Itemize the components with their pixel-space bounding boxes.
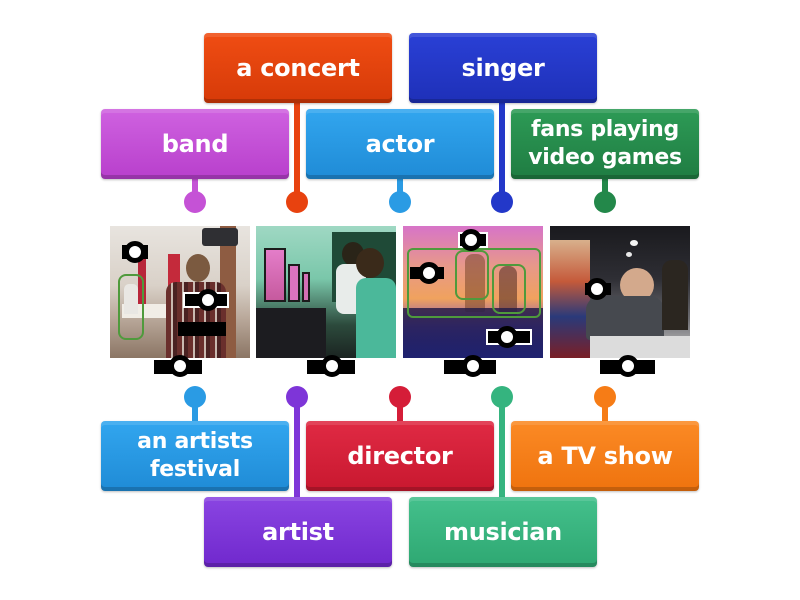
label-artist[interactable]: artist	[204, 497, 392, 567]
connector-a-tv-show	[602, 400, 608, 424]
light-1	[630, 240, 638, 246]
connector-dot-a-tv-show	[594, 386, 616, 408]
label-band[interactable]: band	[101, 109, 289, 179]
drop-target-hotspot[interactable]	[321, 355, 343, 377]
label-text: band	[161, 130, 229, 158]
connector-a-concert	[294, 100, 300, 196]
person-seated-left	[124, 284, 138, 314]
connector-dot-singer	[491, 191, 513, 213]
region-outline-singer	[492, 264, 526, 314]
label-line-2: festival	[150, 457, 240, 482]
label-a-concert[interactable]: a concert	[204, 33, 392, 103]
monitor-2	[288, 264, 300, 302]
connector-musician	[499, 400, 505, 500]
label-text: director	[347, 442, 453, 470]
connector-band	[192, 176, 198, 196]
label-singer[interactable]: singer	[409, 33, 597, 103]
comic-banner	[550, 240, 590, 358]
label-fans-playing-video-games[interactable]: fans playing video games	[511, 109, 699, 179]
label-text: actor	[365, 130, 435, 158]
camera-crane	[202, 228, 238, 246]
label-line-1: an artists	[137, 429, 253, 454]
label-text: an artists festival	[137, 428, 253, 484]
region-outline	[118, 274, 144, 340]
drop-target-hotspot[interactable]	[460, 229, 482, 251]
label-musician[interactable]: musician	[409, 497, 597, 567]
label-text: fans playing video games	[528, 116, 682, 172]
region-outline-guitarist	[455, 250, 489, 300]
gamer-seated-body	[356, 278, 396, 358]
connector-dot-actor	[389, 191, 411, 213]
monitor-1	[264, 248, 286, 302]
person-back-head	[186, 254, 210, 282]
hotspot-bar	[178, 322, 226, 336]
label-text: artist	[262, 518, 334, 546]
drop-target-hotspot[interactable]	[124, 241, 146, 263]
connector-dot-director	[389, 386, 411, 408]
connector-director	[397, 400, 403, 424]
bystander	[662, 260, 688, 330]
connector-dot-a-concert	[286, 191, 308, 213]
connector-artist	[294, 400, 300, 500]
connector-actor	[397, 176, 403, 196]
connector-dot-artist	[286, 386, 308, 408]
connector-dot-musician	[491, 386, 513, 408]
singer-silhouette	[499, 266, 517, 316]
drawing-paper	[590, 336, 690, 358]
drop-target-hotspot[interactable]	[586, 278, 608, 300]
guitarist	[465, 254, 485, 312]
drop-target-hotspot[interactable]	[617, 355, 639, 377]
drop-target-hotspot[interactable]	[169, 355, 191, 377]
label-text: musician	[444, 518, 562, 546]
label-an-artists-festival[interactable]: an artists festival	[101, 421, 289, 491]
connector-singer	[499, 100, 505, 196]
artist-body	[586, 296, 664, 340]
drop-target-hotspot[interactable]	[418, 262, 440, 284]
photo-comic-con	[550, 226, 690, 358]
label-actor[interactable]: actor	[306, 109, 494, 179]
photo-gaming	[256, 226, 396, 358]
drop-target-hotspot[interactable]	[496, 326, 518, 348]
drop-target-hotspot[interactable]	[462, 355, 484, 377]
connector-dot-an-artists-festival	[184, 386, 206, 408]
label-text: a concert	[236, 54, 360, 82]
monitor-3	[302, 272, 310, 302]
desk	[256, 308, 326, 358]
connector-dot-band	[184, 191, 206, 213]
connector-dot-fans-playing-video-games	[594, 191, 616, 213]
label-line-2: video games	[528, 145, 682, 170]
connector-an-artists-festival	[192, 400, 198, 424]
label-line-1: fans playing	[531, 117, 679, 142]
gamer-seated-head	[356, 248, 384, 278]
label-text: singer	[461, 54, 545, 82]
label-director[interactable]: director	[306, 421, 494, 491]
label-text: a TV show	[537, 442, 673, 470]
light-2	[626, 252, 632, 257]
connector-fans-playing-video-games	[602, 176, 608, 196]
drop-target-hotspot[interactable]	[197, 289, 219, 311]
label-a-tv-show[interactable]: a TV show	[511, 421, 699, 491]
